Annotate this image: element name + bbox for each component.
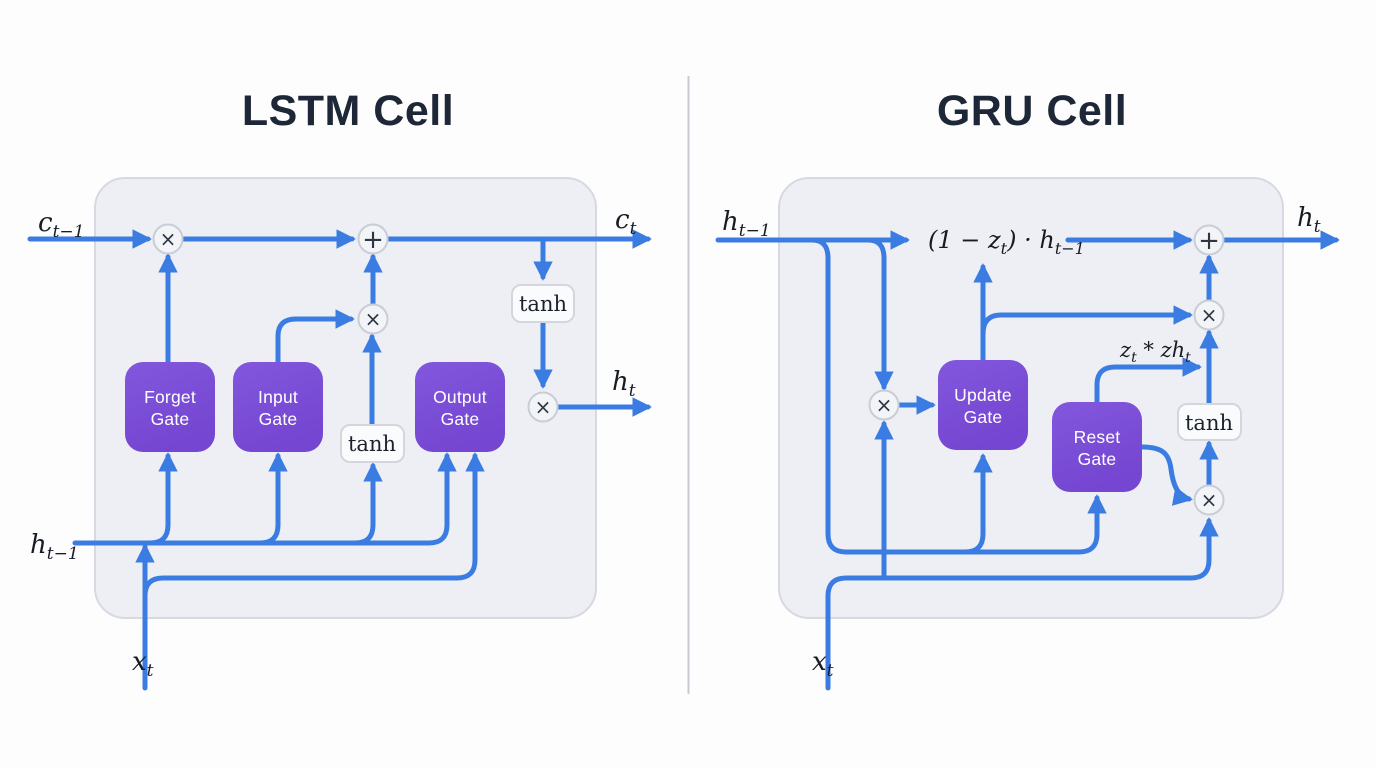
lstm-wires bbox=[27, 229, 652, 691]
gru-x-in-label: xt bbox=[812, 647, 834, 681]
lstm-input-gate-elbow-line bbox=[275, 309, 355, 365]
lstm-hidden-branch-tanh bbox=[352, 462, 383, 546]
reset-gate-label-line2: Gate bbox=[1078, 449, 1117, 469]
lstm-hidden-branch-forget bbox=[147, 452, 178, 546]
lstm-tanh-candidate: tanh bbox=[340, 424, 405, 463]
multiply-symbol: × bbox=[365, 307, 382, 331]
gru-hidden-distribution-line bbox=[809, 237, 1107, 555]
add-circle bbox=[357, 223, 389, 255]
lstm-c-prev-label: ct−1 bbox=[38, 208, 84, 242]
gru-h-prev-label: ht−1 bbox=[722, 207, 771, 241]
multiply-symbol: × bbox=[1201, 488, 1218, 512]
gru-keep-expression-label: (1 − zt) · ht−1 bbox=[928, 226, 1085, 258]
lstm-forget-gate: Forget Gate bbox=[125, 362, 215, 452]
lstm-hidden-branch-input bbox=[257, 452, 288, 546]
lstm-h-out-label: ht bbox=[612, 367, 636, 401]
forget-gate-label-line1: Forget bbox=[144, 387, 196, 407]
multiply-circle bbox=[1193, 484, 1225, 516]
add-circle bbox=[1193, 224, 1225, 256]
multiply-symbol: × bbox=[535, 395, 552, 419]
lstm-output-gate: Output Gate bbox=[415, 362, 505, 452]
reset-gate-label-line1: Reset bbox=[1074, 427, 1121, 447]
gru-panel: GRU Cell Update Gate bbox=[715, 87, 1340, 691]
lstm-x-in-label: xt bbox=[132, 647, 154, 681]
gru-op-add-output: + bbox=[1193, 224, 1225, 256]
tanh-candidate-box bbox=[340, 424, 405, 463]
update-gate-box bbox=[938, 360, 1028, 450]
gru-reset-top-elbow-line bbox=[1094, 357, 1202, 405]
tanh-box bbox=[1177, 403, 1242, 441]
lstm-title: LSTM Cell bbox=[242, 87, 454, 135]
output-gate-label-line1: Output bbox=[433, 387, 487, 407]
gru-reset-gate: Reset Gate bbox=[1052, 402, 1142, 492]
multiply-circle bbox=[868, 389, 900, 421]
gru-op-multiply-input: × bbox=[868, 389, 900, 421]
tanh-candidate-label: tanh bbox=[348, 432, 396, 456]
reset-gate-box bbox=[1052, 402, 1142, 492]
lstm-op-add-cell: + bbox=[357, 223, 389, 255]
multiply-circle bbox=[1193, 299, 1225, 331]
tanh-cell-box bbox=[511, 284, 575, 323]
multiply-circle bbox=[152, 223, 184, 255]
gru-update-branch-multiply-new bbox=[980, 305, 1193, 337]
lstm-op-multiply-forget: × bbox=[152, 223, 184, 255]
output-gate-box bbox=[415, 362, 505, 452]
gru-op-multiply-new: × bbox=[1193, 299, 1225, 331]
multiply-circle bbox=[357, 303, 389, 335]
forget-gate-box bbox=[125, 362, 215, 452]
forget-gate-label-line2: Gate bbox=[151, 409, 190, 429]
gru-update-gate: Update Gate bbox=[938, 360, 1028, 450]
gru-reset-to-multiply-line bbox=[1139, 444, 1193, 506]
lstm-hidden-in-line bbox=[72, 452, 457, 546]
multiply-symbol: × bbox=[1201, 303, 1218, 327]
update-gate-label-line1: Update bbox=[954, 385, 1012, 405]
multiply-symbol: × bbox=[876, 393, 893, 417]
add-symbol: + bbox=[1198, 226, 1220, 256]
gru-cell-body bbox=[778, 177, 1284, 619]
gru-wires bbox=[715, 230, 1340, 691]
lstm-op-multiply-candidate: × bbox=[357, 303, 389, 335]
multiply-circle bbox=[527, 391, 559, 423]
lstm-h-prev-label: ht−1 bbox=[30, 530, 79, 564]
gru-op-multiply-reset: × bbox=[1193, 484, 1225, 516]
gru-hidden-branch-update bbox=[962, 453, 993, 555]
lstm-cell-body bbox=[94, 177, 597, 619]
tanh-cell-label: tanh bbox=[519, 292, 567, 316]
update-gate-label-line2: Gate bbox=[964, 407, 1003, 427]
gru-title: GRU Cell bbox=[937, 87, 1127, 135]
lstm-tanh-cell: tanh bbox=[511, 284, 575, 323]
lstm-op-multiply-output: × bbox=[527, 391, 559, 423]
input-gate-label-line1: Input bbox=[258, 387, 298, 407]
gru-input-x-line bbox=[825, 517, 1219, 691]
gru-new-expression-label: zt * zht bbox=[1119, 338, 1191, 366]
add-symbol: + bbox=[362, 225, 384, 255]
multiply-symbol: × bbox=[160, 227, 177, 251]
gru-h-out-label: ht bbox=[1297, 203, 1321, 237]
input-gate-box bbox=[233, 362, 323, 452]
lstm-input-gate: Input Gate bbox=[233, 362, 323, 452]
tanh-label: tanh bbox=[1185, 411, 1233, 435]
gru-hidden-branch-multiply bbox=[865, 237, 894, 391]
input-gate-label-line2: Gate bbox=[259, 409, 298, 429]
output-gate-label-line2: Gate bbox=[441, 409, 480, 429]
lstm-c-out-label: ct bbox=[615, 205, 637, 239]
lstm-panel: LSTM Cell Forget Gate bbox=[27, 87, 652, 691]
gru-tanh: tanh bbox=[1177, 403, 1242, 441]
